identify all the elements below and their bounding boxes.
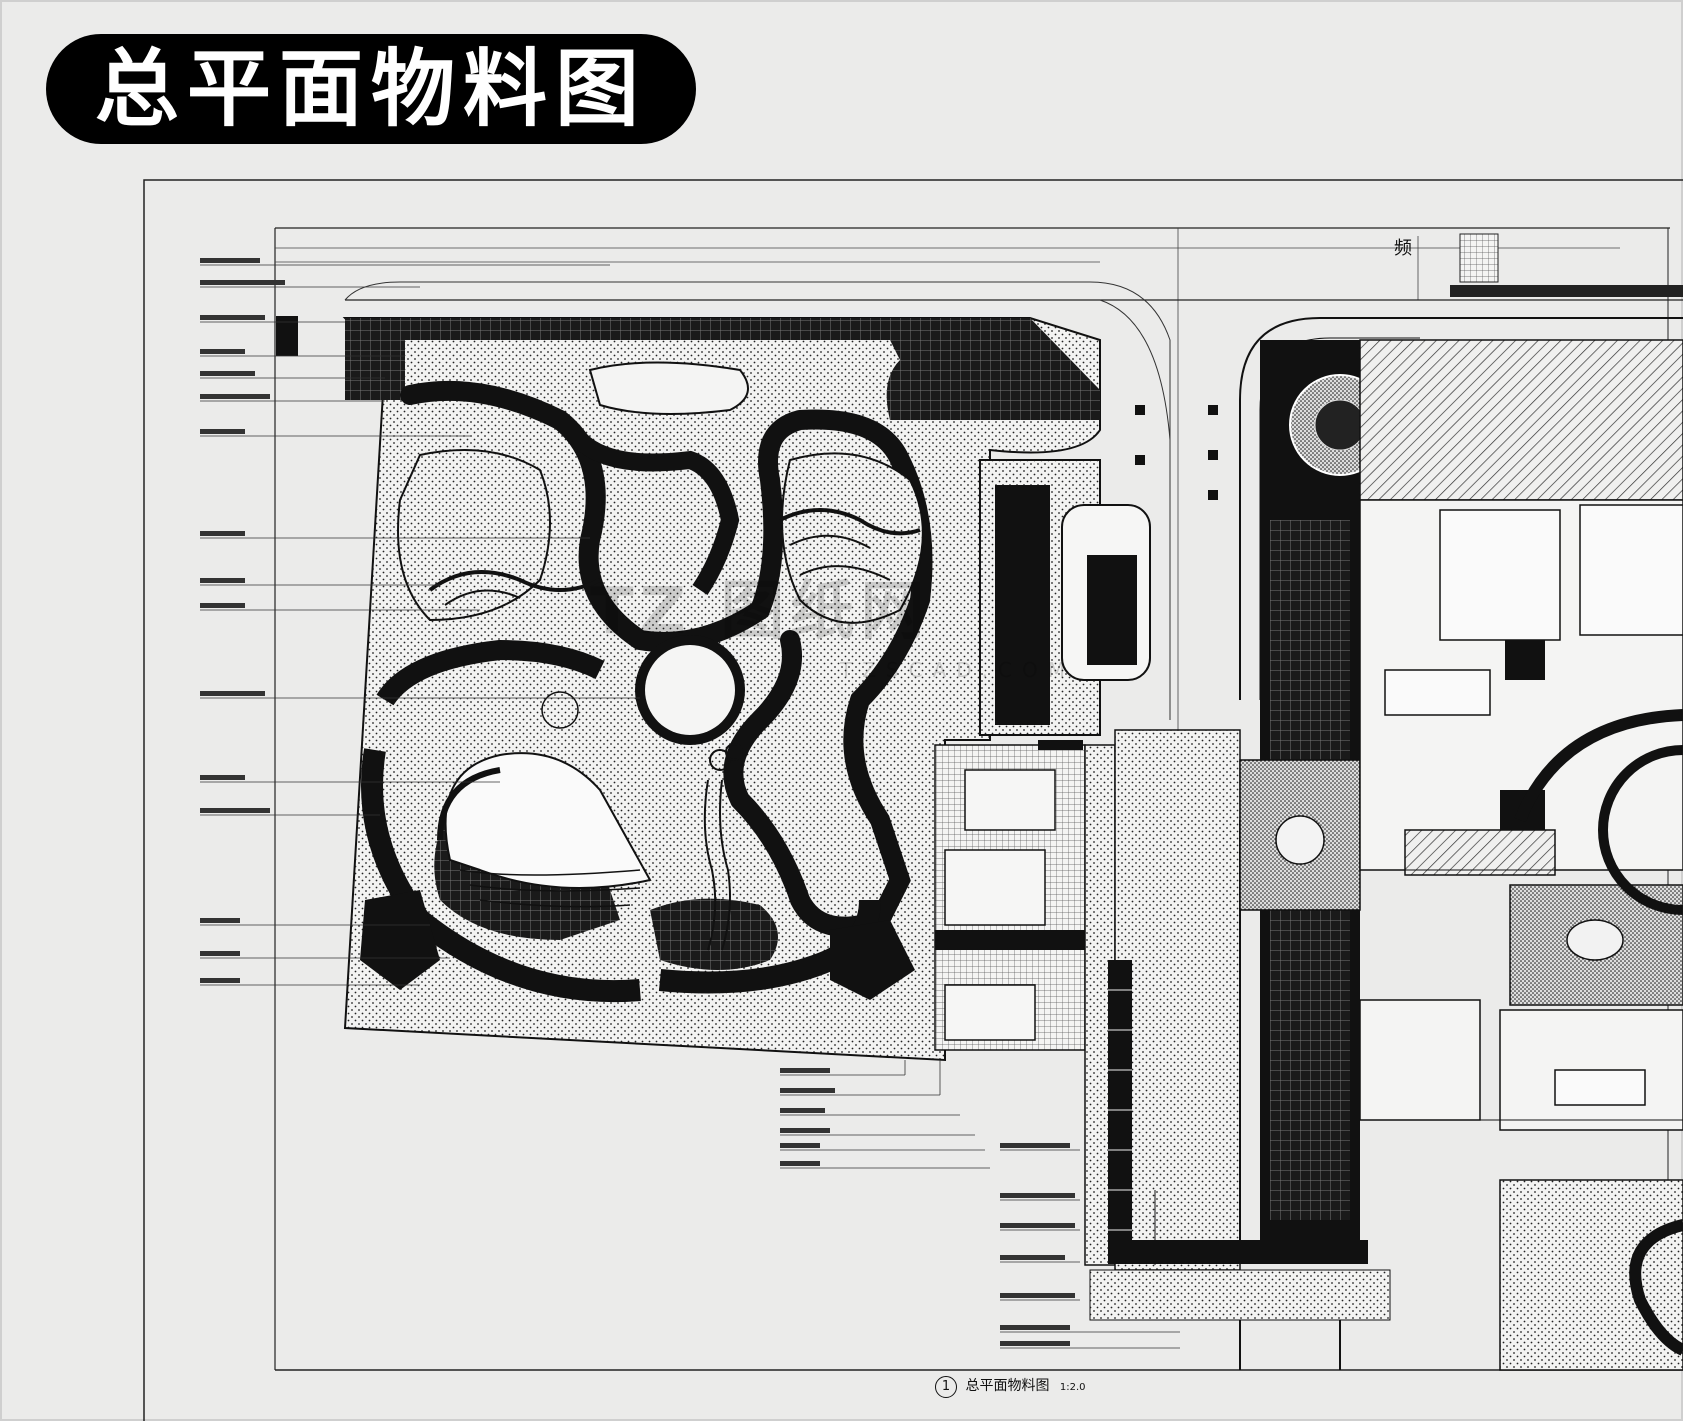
watermark: TZ 图纸网 — [590, 575, 931, 649]
watermark-sub: TZSCAD.COM — [840, 658, 1075, 682]
top-label: 频 — [1394, 238, 1412, 259]
drawing-caption: 1 总平面物料图 1:2.0 — [935, 1375, 1086, 1398]
caption-number: 1 — [935, 1376, 957, 1398]
title-banner: 总平面物料图 — [46, 34, 696, 144]
page-title: 总平面物料图 — [94, 40, 647, 138]
caption-scale: 1:2.0 — [1059, 1382, 1086, 1393]
caption-text: 总平面物料图 — [965, 1378, 1050, 1394]
